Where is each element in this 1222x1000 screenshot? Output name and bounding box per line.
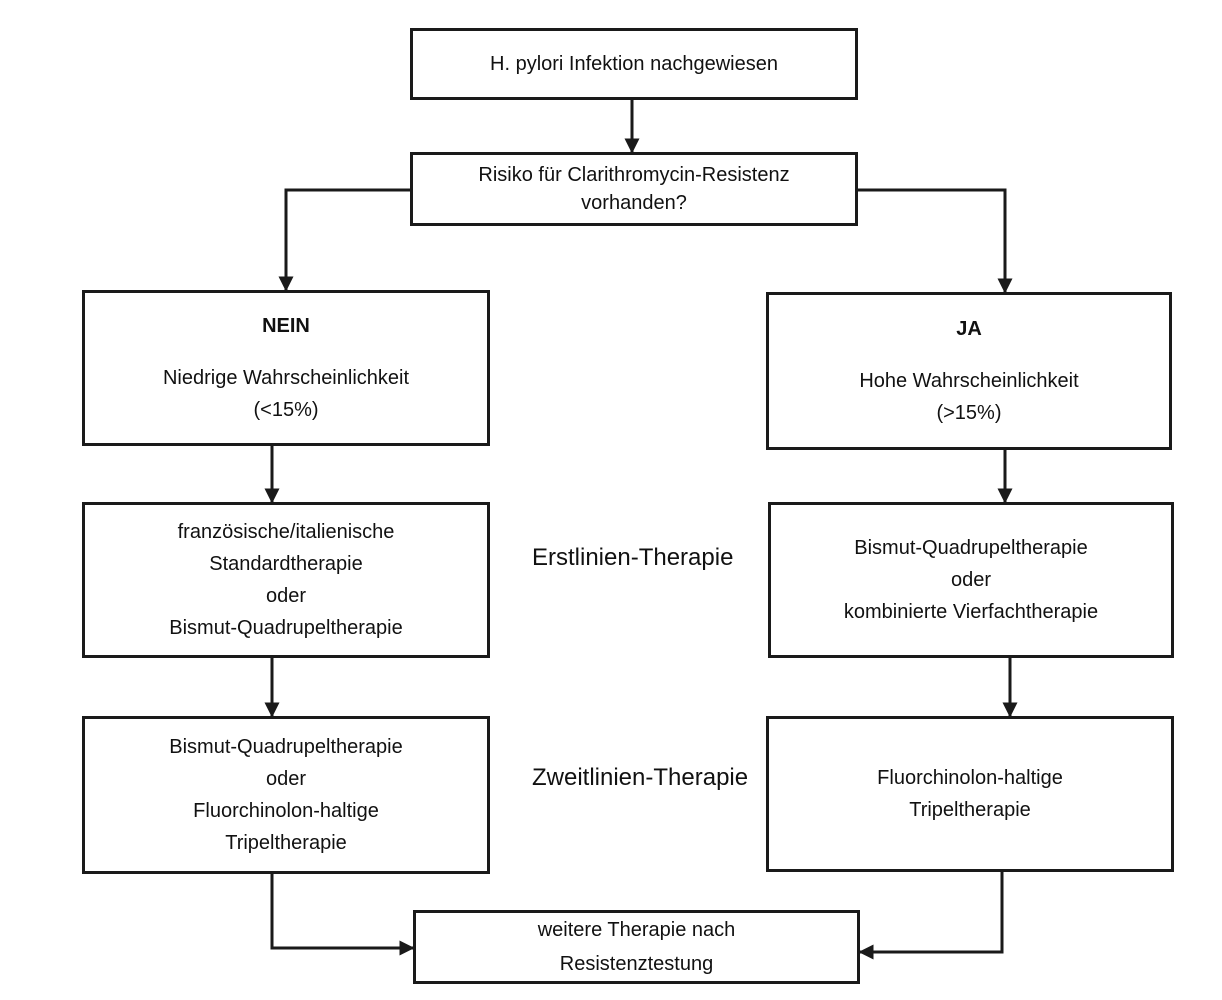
text-line: Tripeltherapie bbox=[909, 799, 1031, 821]
ja-node: JA Hohe Wahrscheinlichkeit (>15%) bbox=[766, 292, 1172, 450]
text-line: Bismut-Quadrupeltherapie bbox=[169, 736, 403, 758]
second-line-phase-label: Zweitlinien-Therapie bbox=[532, 760, 748, 796]
text-line: kombinierte Vierfachtherapie bbox=[843, 601, 1099, 623]
text-line: Fluorchinolon-haltige bbox=[877, 767, 1063, 789]
text-line: Therapie bbox=[653, 764, 749, 791]
edge-second-right-to-final bbox=[858, 872, 1004, 960]
text-line: (>15%) bbox=[936, 402, 1002, 424]
text-line: Bismut-Quadrupeltherapie bbox=[169, 617, 403, 639]
edge-second-left-to-final bbox=[270, 874, 415, 956]
text-line: oder bbox=[265, 585, 307, 607]
ja-label: JA bbox=[956, 318, 982, 340]
text-line: vorhanden? bbox=[581, 192, 687, 214]
text-line: Standardtherapie bbox=[209, 553, 363, 575]
text-line: Fluorchinolon-haltige bbox=[193, 800, 379, 822]
text-line: Hohe Wahrscheinlichkeit bbox=[859, 370, 1079, 392]
text-line: oder bbox=[265, 768, 307, 790]
ja-body: Hohe Wahrscheinlichkeit (>15%) bbox=[859, 365, 1078, 429]
text-line: französische/italienische bbox=[177, 521, 395, 543]
text-line: Bismut-Quadrupeltherapie bbox=[854, 537, 1088, 559]
text-line: Resistenztestung bbox=[559, 953, 714, 975]
text-line: weitere Therapie nach bbox=[537, 919, 736, 941]
text-line: Risiko für Clarithromycin-Resistenz bbox=[478, 164, 790, 186]
text-line: Therapie bbox=[638, 544, 734, 571]
nein-body: Niedrige Wahrscheinlichkeit (<15%) bbox=[163, 362, 409, 426]
edge-question-to-nein bbox=[278, 188, 410, 292]
text-line: Erstlinien- bbox=[532, 544, 639, 571]
text-line: (<15%) bbox=[253, 399, 319, 421]
text-line: Niedrige Wahrscheinlichkeit bbox=[162, 367, 410, 389]
first-line-phase-label: Erstlinien-Therapie bbox=[532, 540, 733, 576]
start-node: H. pylori Infektion nachgewiesen bbox=[410, 28, 858, 100]
nein-node: NEIN Niedrige Wahrscheinlichkeit (<15%) bbox=[82, 290, 490, 446]
text-line: Tripeltherapie bbox=[225, 832, 347, 854]
first-line-right-node: Bismut-Quadrupeltherapie oder kombinierte … bbox=[768, 502, 1174, 658]
text-line: H. pylori Infektion nachgewiesen bbox=[490, 53, 778, 75]
edge-question-to-ja bbox=[857, 188, 1013, 294]
text-line: Zweitlinien- bbox=[532, 764, 654, 791]
text-line: oder bbox=[950, 569, 992, 591]
nein-label: NEIN bbox=[262, 315, 310, 337]
question-node: Risiko für Clarithromycin-Resistenz vorha… bbox=[410, 152, 858, 226]
